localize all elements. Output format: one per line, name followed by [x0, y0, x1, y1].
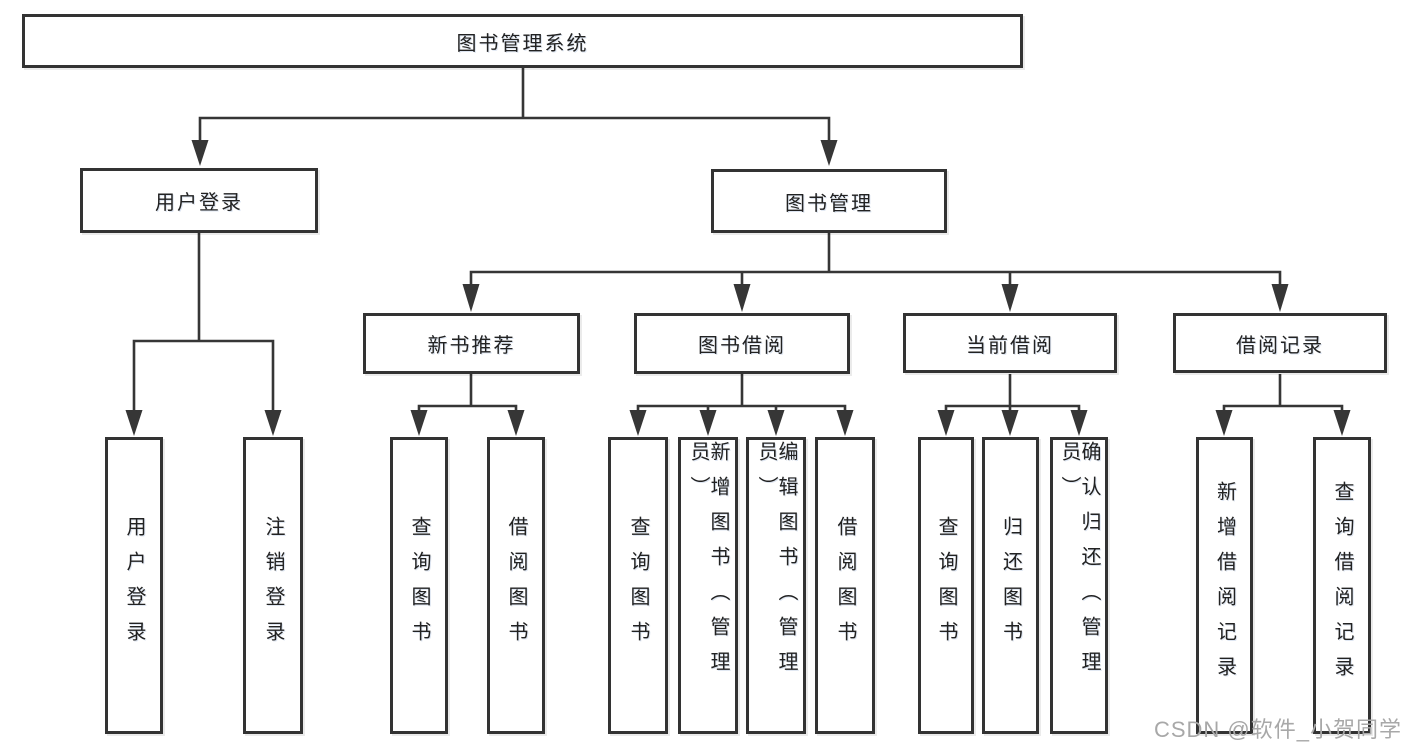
- connector-root-to-level2: [198, 68, 831, 141]
- node-confirm-return-admin: 确认归还（管理员）: [1050, 437, 1108, 734]
- connector-borrow-group: [636, 374, 847, 412]
- connector-records-group: [1222, 374, 1344, 412]
- node-label: 查询图书: [627, 515, 649, 656]
- node-edit-book-admin: 编辑图书（管理员）: [746, 437, 806, 734]
- node-label: 用户登录: [123, 515, 145, 656]
- node-label: 图书管理: [785, 192, 873, 215]
- node-book-borrow: 图书借阅: [634, 313, 850, 374]
- node-book-management: 图书管理: [711, 169, 947, 233]
- node-add-borrow-record: 新增借阅记录: [1196, 437, 1253, 734]
- csdn-watermark: CSDN @软件_小贺同学: [1153, 717, 1402, 742]
- node-logout-action: 注销登录: [243, 437, 303, 734]
- node-library-management-system: 图书管理系统: [22, 14, 1023, 68]
- node-borrow-books-action: 借阅图书: [815, 437, 875, 734]
- node-borrow-books-recommend: 借阅图书: [487, 437, 545, 734]
- node-label: 新增图书（管理员）: [687, 440, 729, 686]
- node-label: 借阅记录: [1236, 334, 1324, 357]
- node-label: 注销登录: [262, 515, 284, 656]
- node-label: 当前借阅: [966, 334, 1054, 357]
- node-label: 图书管理系统: [456, 32, 589, 55]
- node-label: 新增借阅记录: [1213, 480, 1236, 691]
- node-label: 查询图书: [408, 515, 430, 656]
- node-query-books-current: 查询图书: [918, 437, 974, 734]
- node-new-book-recommend: 新书推荐: [363, 313, 580, 374]
- node-label: 用户登录: [155, 192, 243, 214]
- node-query-borrow-record: 查询借阅记录: [1313, 437, 1371, 734]
- node-label: 归还图书: [999, 515, 1022, 656]
- connector-userlogin-to-leaves: [132, 233, 275, 412]
- node-user-login: 用户登录: [80, 168, 318, 233]
- node-current-borrow: 当前借阅: [903, 313, 1117, 373]
- node-query-books-borrow: 查询图书: [608, 437, 668, 734]
- arrowheads: [125, 140, 1351, 436]
- node-query-books-recommend: 查询图书: [390, 437, 448, 734]
- node-user-login-action: 用户登录: [105, 437, 163, 734]
- node-return-books: 归还图书: [982, 437, 1039, 734]
- node-label: 图书借阅: [698, 335, 786, 357]
- connector-bookmgmt-to-level3: [469, 233, 1282, 286]
- node-label: 查询借阅记录: [1331, 480, 1353, 691]
- node-label: 确认归还（管理员）: [1058, 440, 1100, 686]
- node-label: 查询图书: [935, 515, 957, 656]
- connector-recommend-group: [417, 374, 518, 412]
- node-borrow-records: 借阅记录: [1173, 313, 1387, 373]
- node-label: 编辑图书（管理员）: [755, 440, 797, 686]
- node-add-book-admin: 新增图书（管理员）: [678, 437, 738, 734]
- connector-current-group: [944, 374, 1081, 412]
- node-label: 借阅图书: [834, 515, 856, 656]
- node-label: 新书推荐: [427, 335, 516, 357]
- node-label: 借阅图书: [505, 515, 527, 656]
